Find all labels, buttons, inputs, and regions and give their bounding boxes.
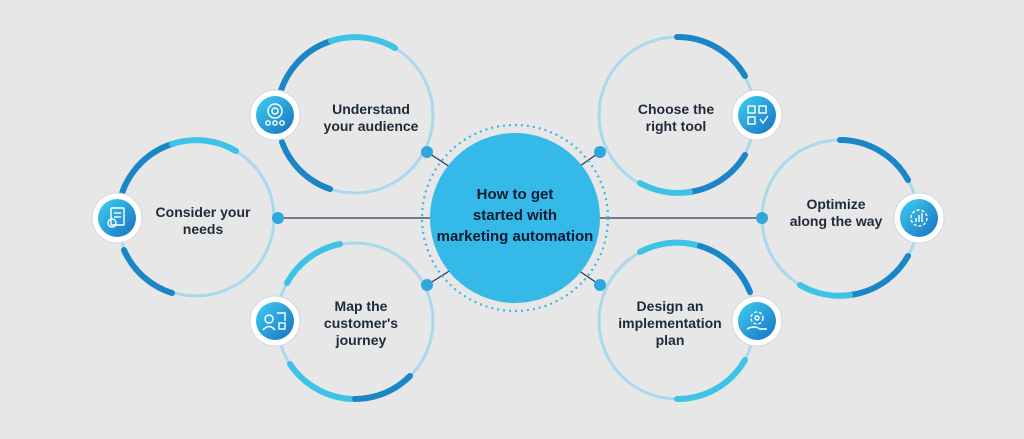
connector-dot-optimize xyxy=(756,212,768,224)
needs-document-icon xyxy=(91,192,143,244)
step-label-design: Design an implementation plan xyxy=(618,298,722,348)
connector-dot-design xyxy=(594,279,606,291)
plan-gear-hand-icon xyxy=(731,295,783,347)
step-label-consider: Consider your needs xyxy=(155,204,251,237)
step-label-choose: Choose the right tool xyxy=(637,101,715,134)
connector-dot-map xyxy=(421,279,433,291)
journey-map-icon xyxy=(249,295,301,347)
step-label-optimize: Optimize along the way xyxy=(789,196,883,229)
connector-dot-understand xyxy=(421,146,433,158)
center-hub xyxy=(420,123,610,313)
tool-checklist-icon xyxy=(731,89,783,141)
step-label-map: Map the customer's journey xyxy=(323,298,399,348)
center-title: How to get started with marketing automa… xyxy=(436,186,594,245)
optimize-gear-chart-icon xyxy=(893,192,945,244)
audience-target-icon xyxy=(249,89,301,141)
connector-dot-consider xyxy=(272,212,284,224)
connector-dot-choose xyxy=(594,146,606,158)
step-label-understand: Understand your audience xyxy=(323,101,419,134)
connector-dots xyxy=(272,146,768,291)
